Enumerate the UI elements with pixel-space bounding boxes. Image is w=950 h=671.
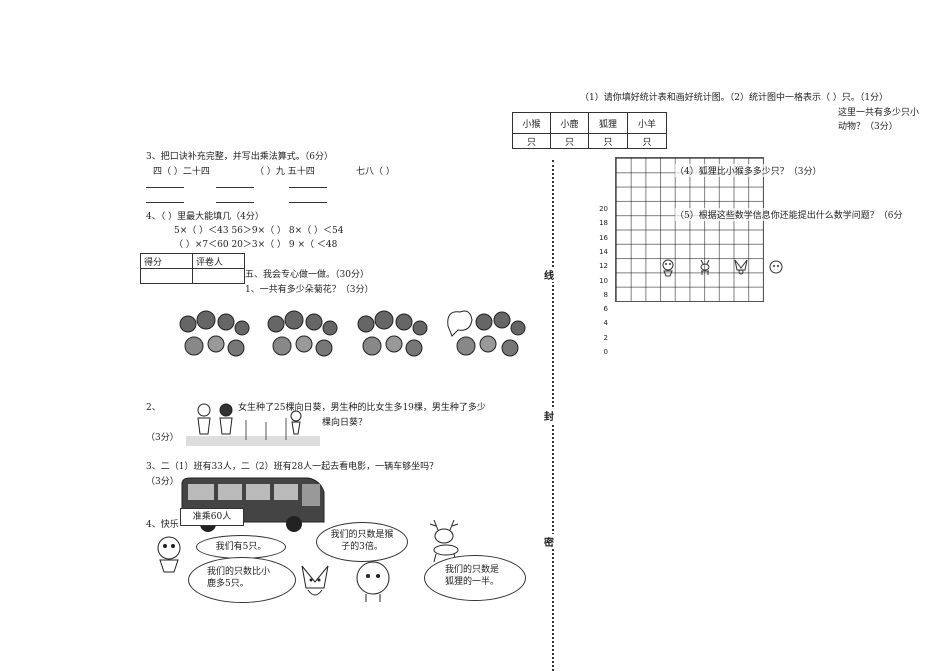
y-tick-label: 6 xyxy=(603,305,608,314)
kids-planting-illustration xyxy=(186,403,320,446)
speech-bubble-deer: 我们的只数是猴子的3倍。 xyxy=(316,522,408,562)
problem-4-text: 4、快乐 xyxy=(146,520,179,530)
chrysanthemum-cluster-3 xyxy=(357,310,428,357)
stats-table: 小猴 小鹿 狐狸 小羊 只 只 只 只 xyxy=(512,112,667,149)
monkey-icon xyxy=(662,259,674,277)
stats-unit-cell[interactable]: 只 xyxy=(512,133,551,149)
speech-bubble-fox: 我们的只数比小鹿多5只。 xyxy=(188,557,296,603)
question-4-title: 4、（ ）里最大能填几（4分） xyxy=(146,212,264,222)
problem-3-score: （3分） xyxy=(146,477,179,487)
stats-unit-cell[interactable]: 只 xyxy=(627,133,667,149)
chrysanthemum-cluster-4 xyxy=(447,310,526,357)
fox-icon xyxy=(734,259,748,275)
bus-capacity-label: 准乘60人 xyxy=(180,508,244,526)
question-3-line2: 动物？（3分） xyxy=(838,122,898,132)
score-cell[interactable] xyxy=(140,268,193,284)
y-tick-label: 10 xyxy=(599,276,608,285)
problem-1: 1、一共有多少朵菊花？（3分） xyxy=(245,285,374,295)
problem-2-text-2: 棵向日葵？ xyxy=(322,418,368,428)
score-header: 得分 xyxy=(140,253,193,269)
score-box: 得分 评卷人 xyxy=(140,253,245,284)
sheep-icon xyxy=(356,561,390,602)
grader-cell[interactable] xyxy=(192,268,245,284)
stats-unit-cell[interactable]: 只 xyxy=(550,133,589,149)
binding-char-line: 线 xyxy=(544,267,554,282)
multiplication-item: （ ）九 五十四 xyxy=(255,167,315,177)
question-4: （4）狐狸比小猴多多少只？（3分） xyxy=(675,164,822,177)
question-3-title: 3、把口诀补充完整，并写出乘法算式。（6分） xyxy=(146,152,333,162)
sheep-icon xyxy=(769,260,783,274)
inequality-row-1: 5×（ ）＜43 56＞9×（ ） 8×（ ）＜54 xyxy=(174,226,344,236)
question-5: （5）根据这些数学信息你还能提出什么数学问题？（6分 xyxy=(675,208,903,221)
problem-3-text: 3、二（1）班有33人，二（2）班有28人一起去看电影，一辆车够坐吗？ xyxy=(146,462,439,472)
chrysanthemum-cluster-2 xyxy=(267,310,338,357)
y-tick-label: 4 xyxy=(603,319,608,328)
deer-icon xyxy=(429,519,459,562)
bus-illustration xyxy=(181,477,325,532)
chrysanthemum-cluster-1 xyxy=(179,310,250,357)
speech-bubble-sheep: 我们的只数是狐狸的一半。 xyxy=(424,555,526,601)
question-3-line1: 这里一共有多少只小 xyxy=(838,108,920,118)
problem-2-score: （3分） xyxy=(146,433,179,443)
inequality-row-2: （ ）×7＜60 20＞3×（ ） 9 ×（ ＜48 xyxy=(174,240,338,250)
stats-header-monkey: 小猴 xyxy=(512,112,551,134)
y-tick-label: 18 xyxy=(599,219,608,228)
y-tick-label: 8 xyxy=(603,290,608,299)
speech-bubble-monkey: 我们有5只。 xyxy=(196,535,286,559)
fox-icon xyxy=(301,565,329,596)
y-tick-label: 20 xyxy=(599,205,608,213)
stats-header-fox: 狐狸 xyxy=(588,112,628,134)
multiplication-item: 七八（ ） xyxy=(356,167,395,177)
problem-2-text-1: 女生种了25棵向日葵，男生种的比女生多19棵，男生种了多少 xyxy=(238,403,486,413)
monkey-icon xyxy=(157,536,181,573)
problem-2-number: 2、 xyxy=(146,403,161,413)
y-tick-label: 12 xyxy=(599,262,608,271)
answer-blank[interactable] xyxy=(216,187,254,188)
bar-chart-grid[interactable] xyxy=(615,157,764,302)
answer-blank[interactable] xyxy=(146,202,184,203)
answer-blank[interactable] xyxy=(216,202,254,203)
y-tick-label: 2 xyxy=(603,333,608,342)
section-5-title: 五、我会专心做一做。（30分） xyxy=(245,270,369,280)
deer-icon xyxy=(700,259,710,275)
multiplication-item: 四（ ）二十四 xyxy=(153,167,210,177)
stats-header-sheep: 小羊 xyxy=(627,112,667,134)
answer-blank[interactable] xyxy=(289,202,327,203)
stats-header-deer: 小鹿 xyxy=(550,112,589,134)
y-tick-label: 16 xyxy=(599,233,608,242)
stats-unit-cell[interactable]: 只 xyxy=(588,133,628,149)
answer-blank[interactable] xyxy=(146,187,184,188)
grader-header: 评卷人 xyxy=(192,253,245,269)
binding-char-seal: 封 xyxy=(544,408,554,423)
y-tick-label: 14 xyxy=(599,247,608,256)
binding-char-secret: 密 xyxy=(544,534,554,549)
y-tick-label: 0 xyxy=(603,348,608,356)
chart-instructions: （1）请你填好统计表和画好统计图。（2）统计图中一格表示（ ）只。（1分） xyxy=(580,93,889,103)
answer-blank[interactable] xyxy=(289,187,327,188)
